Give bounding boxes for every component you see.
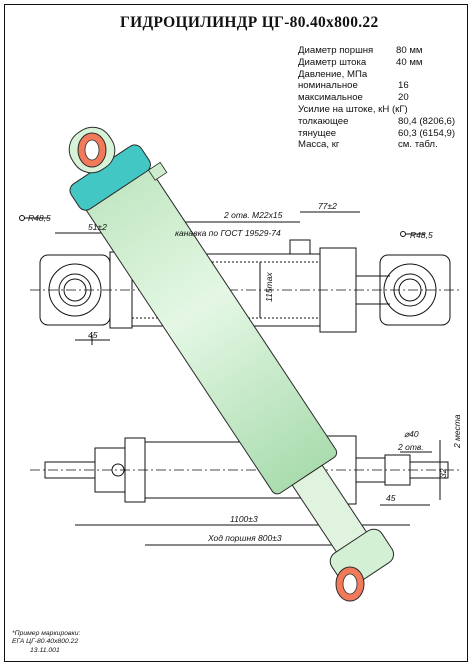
port-fitting bbox=[289, 239, 311, 255]
spec-label: Диаметр штока bbox=[298, 56, 367, 68]
drawing-frame bbox=[4, 4, 468, 662]
spec-row: толкающее 80,4 (8206,6) bbox=[298, 115, 455, 128]
dim-45-top: 45 bbox=[88, 330, 98, 340]
spec-value: см. табл. bbox=[398, 139, 438, 151]
spec-row: Масса, кг см. табл. bbox=[298, 139, 438, 151]
cylinder-3d bbox=[68, 126, 395, 602]
drawing-title: ГИДРОЦИЛИНДР ЦГ-80.40х800.22 bbox=[120, 14, 379, 31]
marking-line-1: *Пример маркировки: bbox=[12, 630, 81, 637]
spec-row: Диаметр поршня 80 мм bbox=[298, 45, 423, 57]
dim-2-holes: 2 отв. bbox=[397, 442, 424, 452]
spec-label: максимальное bbox=[298, 92, 363, 104]
spec-label: Масса, кг bbox=[298, 139, 340, 151]
spec-label: номинальное bbox=[298, 80, 358, 92]
spec-value: 16 bbox=[398, 80, 409, 92]
dim-2-places: 2 места bbox=[452, 414, 462, 449]
bottom-view bbox=[30, 435, 460, 546]
spec-value: 80 мм bbox=[396, 45, 423, 56]
spec-row: Давление, МПа bbox=[298, 69, 408, 81]
spec-value: 40 мм bbox=[396, 56, 423, 68]
spec-label: Давление, МПа bbox=[298, 68, 368, 80]
spec-label: Диаметр поршня bbox=[298, 45, 374, 56]
spec-label: толкающее bbox=[298, 115, 349, 127]
dim-77: 77±2 bbox=[318, 201, 337, 211]
spec-row: максимальное 20 bbox=[298, 92, 409, 104]
dim-d40: ⌀40 bbox=[404, 429, 419, 439]
dim-32: 32 bbox=[438, 468, 448, 478]
spec-row: Диаметр штока 40 мм bbox=[298, 56, 423, 69]
specifications-table: Диаметр поршня 80 мм Диаметр штока 40 мм Дав… bbox=[298, 45, 455, 151]
marking-example: *Пример маркировки: ЕГА ЦГ-80.40х800.22 … bbox=[12, 630, 80, 655]
marking-line-2: ЕГА ЦГ-80.40х800.22 bbox=[12, 638, 79, 646]
spec-value: 80,4 (8206,6) bbox=[398, 115, 456, 127]
spec-row: тянущее 60,3 (6154,9) bbox=[298, 127, 455, 140]
dim-threads: 2 отв. M22х15 bbox=[223, 210, 283, 220]
spec-row: Усилие на штоке, кН (кГ) bbox=[298, 104, 408, 116]
dim-115: 115max bbox=[264, 272, 274, 302]
dim-groove: канавка по ГОСТ 19529-74 bbox=[175, 228, 281, 238]
spec-label: тянущее bbox=[298, 127, 337, 139]
dim-1100: 1100±3 bbox=[230, 514, 258, 524]
dim-stroke: Ход поршня 800±3 bbox=[207, 533, 282, 543]
dim-radius-left: R48,5 bbox=[28, 213, 51, 223]
cylinder-barrel bbox=[78, 155, 338, 495]
spec-row: номинальное 16 bbox=[298, 80, 409, 92]
dim-45-bottom: 45 bbox=[386, 493, 396, 503]
spec-value: 20 bbox=[398, 92, 409, 104]
dim-radius-right: R48,5 bbox=[410, 230, 433, 240]
spec-value: 60,3 (6154,9) bbox=[398, 127, 456, 139]
spec-label: Усилие на штоке, кН (кГ) bbox=[298, 103, 408, 115]
dim-51: 51±2 bbox=[88, 222, 107, 232]
marking-line-3: 13.11.001 bbox=[30, 646, 60, 654]
